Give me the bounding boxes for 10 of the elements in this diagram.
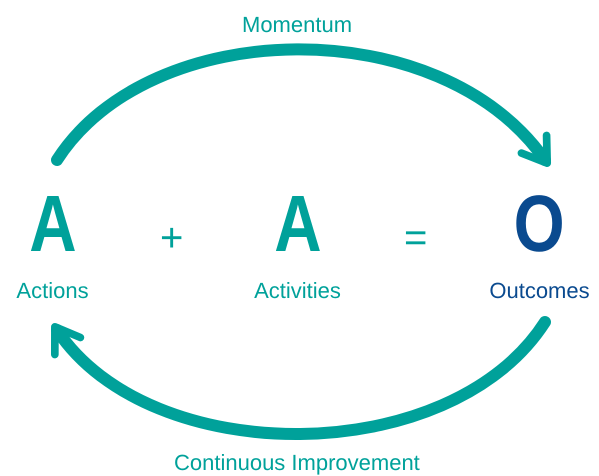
- term-letter: A: [28, 184, 76, 264]
- term-label: Outcomes: [489, 278, 590, 304]
- operator-sign: =: [404, 218, 428, 258]
- curved-arrow: [50, 316, 551, 440]
- term-label: Activities: [254, 278, 341, 304]
- term-letter: A: [274, 184, 322, 264]
- curved-arrow: [51, 43, 552, 167]
- term-label: Actions: [16, 278, 89, 304]
- operator-sign: +: [160, 218, 184, 258]
- term-letter: O: [514, 184, 565, 264]
